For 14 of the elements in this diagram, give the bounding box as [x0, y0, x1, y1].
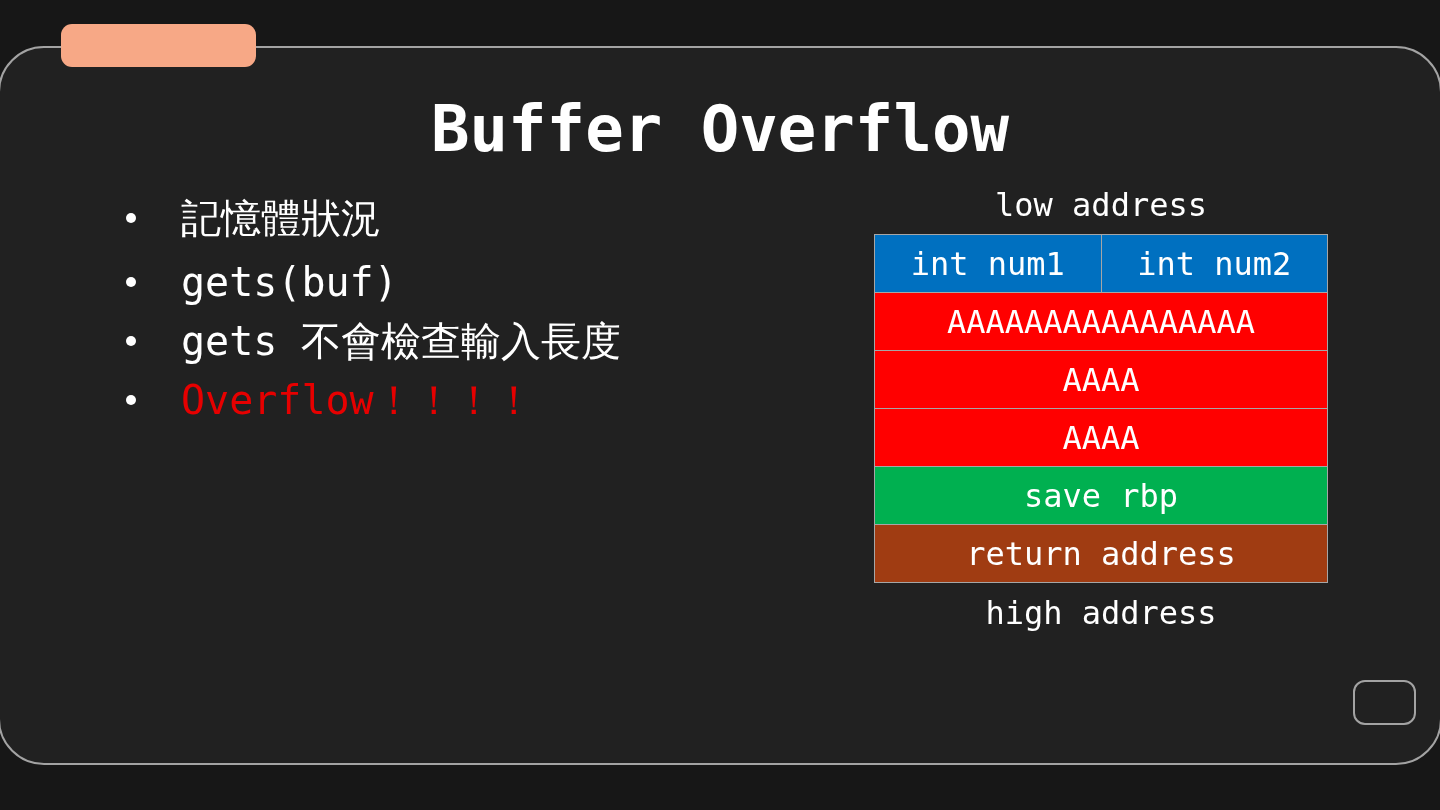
address-caption: high address — [985, 593, 1217, 633]
memory-cell: AAAA — [874, 350, 1328, 409]
memory-cell: int num2 — [1101, 234, 1328, 293]
memory-cell: save rbp — [874, 466, 1328, 525]
memory-cell: AAAAAAAAAAAAAAAA — [874, 292, 1328, 351]
memory-cell: int num1 — [874, 234, 1101, 293]
memory-cell: return address — [874, 524, 1328, 583]
bullet-text: Overflow！！！！ — [181, 376, 534, 425]
slide-title: Buffer Overflow — [431, 91, 1009, 168]
memory-cell: AAAA — [874, 408, 1328, 467]
bullet-text: 記憶體狀況 — [181, 194, 381, 243]
bullet-text: gets(buf) — [181, 258, 398, 307]
bullet-text: gets 不會檢查輸入長度 — [181, 317, 622, 366]
address-caption: low address — [995, 185, 1207, 225]
